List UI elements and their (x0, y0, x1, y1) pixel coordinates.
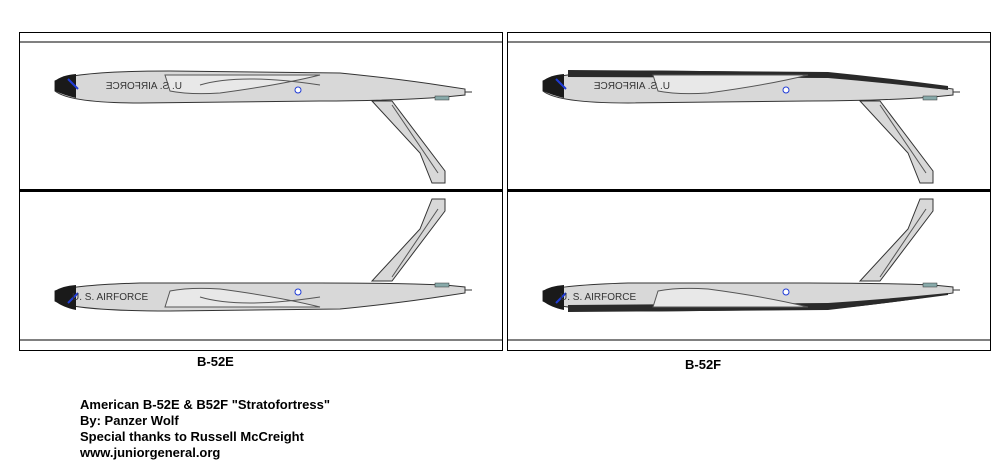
roundel (782, 288, 790, 296)
tail-light (922, 95, 938, 101)
credits-title: American B-52E & B52F "Stratofortress" (80, 397, 331, 412)
canopy-frame (67, 78, 79, 90)
tail-fin-rudder-line (879, 208, 927, 278)
wing-root (164, 74, 321, 95)
b52e-sheet: U. S. AIRFORCE U. S. AIRFORCE (19, 32, 503, 351)
marking-upper-wrap: U. S. AIRFORCE (594, 81, 670, 92)
b52f-label: B-52F (685, 357, 722, 372)
credits-author: By: Panzer Wolf (80, 413, 179, 428)
tail-light (434, 282, 450, 288)
b52e-token-lower: U. S. AIRFORCE (54, 198, 472, 312)
roundel (294, 86, 302, 94)
credits-block: American B-52E & B52F "Stratofortress" B… (80, 397, 330, 461)
canopy-frame (555, 78, 567, 90)
nose-radome (55, 285, 76, 310)
tail-fin-rudder-line (879, 104, 927, 174)
marking-text-upper: U. S. AIRFORCE (106, 81, 182, 92)
b52f-token-upper: U. S. AIRFORCE (542, 70, 960, 184)
nose-radome (543, 285, 564, 310)
tail-fin-rudder-line (391, 104, 439, 174)
b52e-drawing: U. S. AIRFORCE U. S. AIRFORCE (20, 41, 502, 341)
tail-fin (370, 100, 446, 184)
wing-root (652, 74, 809, 95)
roundel (782, 86, 790, 94)
wing-line (199, 78, 321, 86)
roundel (294, 288, 302, 296)
b52f-token-lower: U. S. AIRFORCE (542, 198, 960, 312)
center-divider (508, 189, 990, 192)
credits-website: www.juniorgeneral.org (80, 445, 221, 460)
marking-text-lower: U. S. AIRFORCE (560, 292, 636, 303)
credits-thanks: Special thanks to Russell McCreight (80, 429, 304, 444)
wing-line (199, 296, 321, 304)
b52f-sheet: U. S. AIRFORCE U. S. AIRFORCE (507, 32, 991, 351)
tail-light (922, 282, 938, 288)
center-divider (20, 189, 502, 192)
tail-fin (370, 198, 446, 282)
marking-upper-wrap: U. S. AIRFORCE (106, 81, 182, 92)
tail-fin (858, 100, 934, 184)
canopy-frame (555, 292, 567, 304)
marking-text-lower: U. S. AIRFORCE (72, 292, 148, 303)
wing-root (164, 287, 321, 308)
tail-light (434, 95, 450, 101)
b52e-token-upper: U. S. AIRFORCE (54, 70, 472, 184)
marking-text-upper: U. S. AIRFORCE (594, 81, 670, 92)
b52e-label: B-52E (197, 354, 234, 369)
nose-radome (543, 74, 564, 98)
tail-fin-rudder-line (391, 208, 439, 278)
canopy-frame (67, 292, 79, 304)
nose-radome (55, 74, 76, 98)
tail-fin (858, 198, 934, 282)
b52f-drawing: U. S. AIRFORCE U. S. AIRFORCE (508, 41, 990, 341)
wing-root (652, 287, 809, 308)
